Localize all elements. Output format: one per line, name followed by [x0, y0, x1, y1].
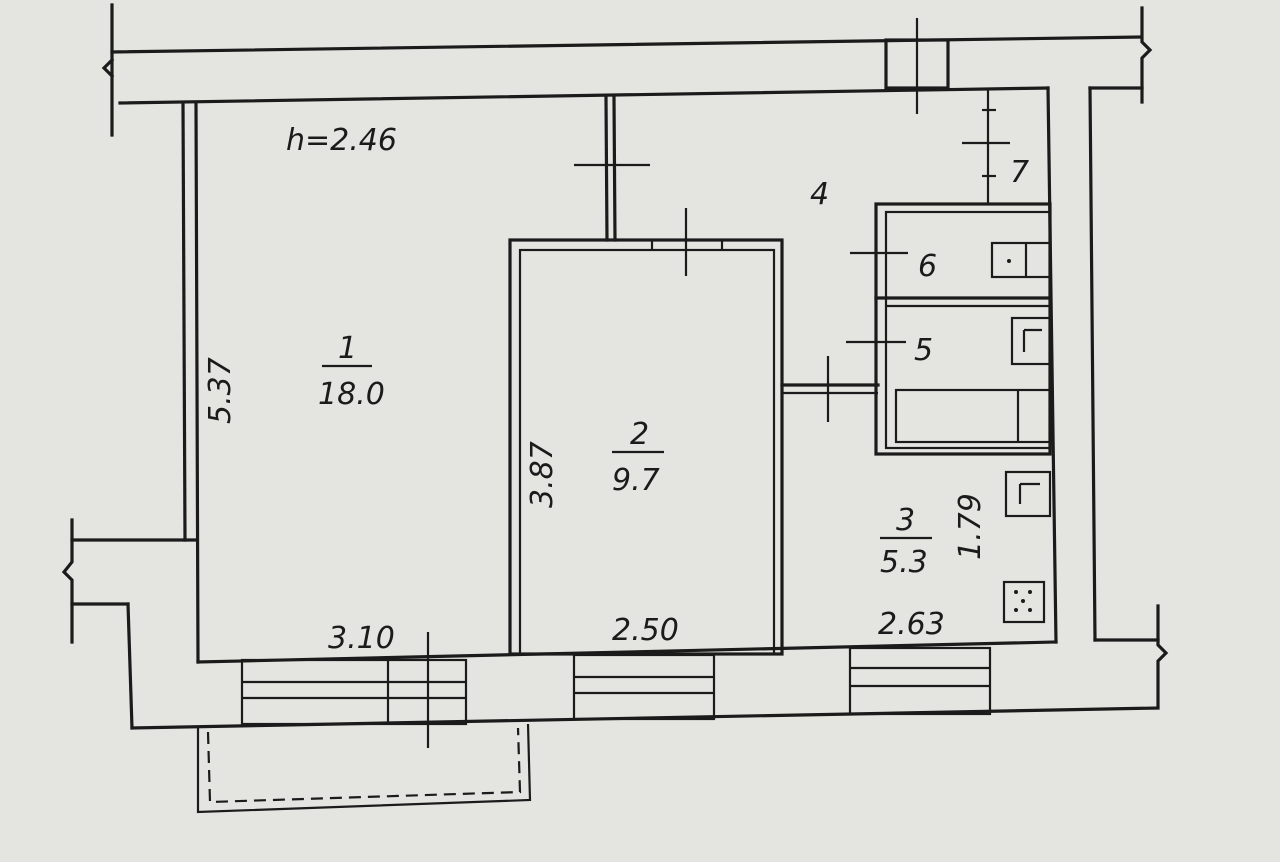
room-3-width-dimension: 2.63 [878, 607, 945, 642]
room-1-length-dimension: 5.37 [203, 357, 238, 424]
interior-walls [508, 90, 1052, 656]
room-1-width-dimension: 3.10 [328, 621, 395, 656]
room-2-width-dimension: 2.50 [612, 613, 679, 648]
room-1-number: 1 [338, 331, 357, 366]
outer-walls [61, 3, 1169, 814]
room-2-length-dimension: 3.87 [525, 441, 560, 508]
room-3-length-dimension: 1.79 [953, 493, 988, 560]
room-3-number: 3 [896, 503, 915, 538]
ceiling-height-label: h=2.46 [286, 123, 397, 158]
room-1-area: 18.0 [318, 377, 385, 412]
room-2-number: 2 [630, 417, 649, 452]
room-5-number: 5 [914, 333, 933, 368]
room-2-area: 9.7 [612, 463, 660, 498]
room-4-number: 4 [810, 177, 829, 212]
room-7-number: 7 [1010, 155, 1029, 190]
room-6-number: 6 [918, 249, 937, 284]
room-3-area: 5.3 [880, 545, 928, 580]
